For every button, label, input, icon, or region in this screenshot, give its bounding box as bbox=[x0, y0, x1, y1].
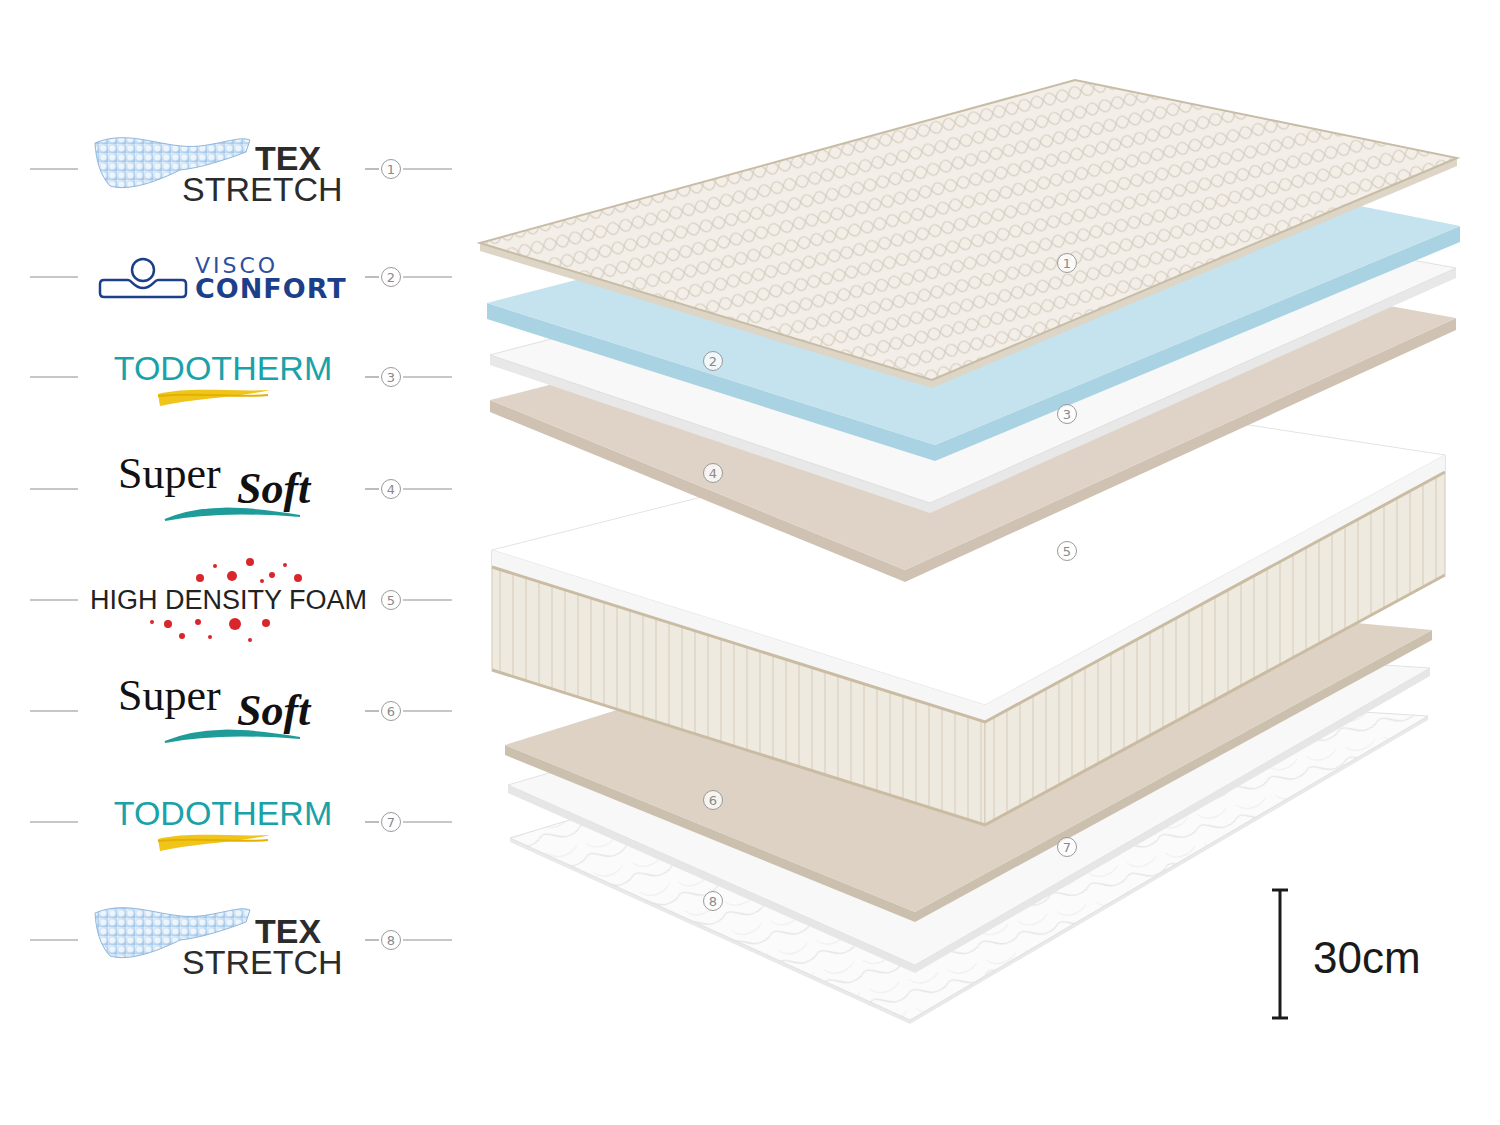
callout-number: 6 bbox=[703, 790, 723, 810]
callout-number: 5 bbox=[1057, 541, 1077, 561]
callout-number: 7 bbox=[381, 812, 401, 832]
callout-number: 1 bbox=[1057, 253, 1077, 273]
swoosh bbox=[158, 390, 270, 406]
callout-number: 2 bbox=[381, 267, 401, 287]
callout-number: 4 bbox=[381, 479, 401, 499]
callout-number: 8 bbox=[703, 891, 723, 911]
callout-number: 7 bbox=[1057, 837, 1077, 857]
callout-number: 2 bbox=[703, 351, 723, 371]
brand-name: TODOTHERM bbox=[114, 349, 332, 388]
callout-number: 3 bbox=[381, 367, 401, 387]
layer-1 bbox=[480, 80, 1457, 388]
brand-name: CONFORT bbox=[195, 273, 347, 304]
callout-number: 1 bbox=[381, 159, 401, 179]
leader-lines bbox=[30, 169, 452, 940]
brand-name: Soft bbox=[237, 463, 310, 514]
brand-name: STRETCH bbox=[182, 943, 343, 982]
brand-name: Super bbox=[118, 670, 221, 721]
callout-number: 3 bbox=[1057, 404, 1077, 424]
brand-name: Super bbox=[118, 448, 221, 499]
swoosh bbox=[158, 835, 270, 851]
callout-number: 4 bbox=[703, 463, 723, 483]
brand-name: HIGH DENSITY FOAM bbox=[90, 585, 367, 616]
swoosh bbox=[158, 840, 268, 841]
callout-number: 5 bbox=[381, 590, 401, 610]
brand-name: STRETCH bbox=[182, 170, 343, 209]
dimension-label: 30cm bbox=[1313, 933, 1421, 983]
visco-icon bbox=[100, 259, 186, 297]
brand-name: TODOTHERM bbox=[114, 794, 332, 833]
dimension-bar bbox=[1272, 890, 1288, 1018]
callout-number: 8 bbox=[381, 930, 401, 950]
callout-number: 6 bbox=[381, 701, 401, 721]
brand-name: Soft bbox=[237, 685, 310, 736]
swoosh bbox=[158, 395, 268, 396]
